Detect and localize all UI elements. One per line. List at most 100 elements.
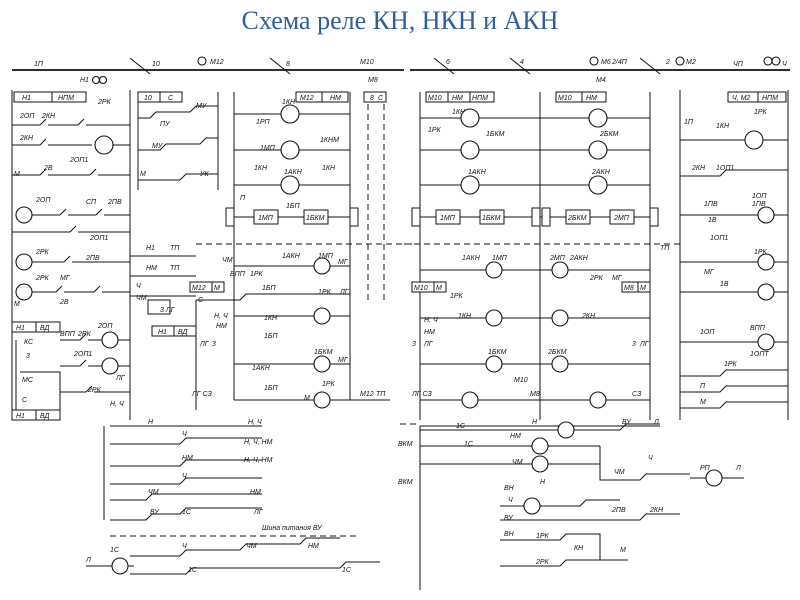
- lbl-3: 3: [26, 353, 30, 360]
- lbl-1akn-r2: 1АКН: [462, 255, 481, 262]
- lbl-nm-d: НМ: [250, 489, 261, 496]
- lbl-vkm: ВКМ: [398, 441, 413, 448]
- lbl-ms: МС: [22, 377, 34, 384]
- lbl-1bkm-b: 1БКМ: [314, 349, 333, 356]
- lbl-1c-r2: 1С: [464, 441, 474, 448]
- lbl-1bp-c: 1БП: [264, 333, 278, 340]
- lbl-2v-b: 2В: [59, 299, 69, 306]
- lbl-tp-b: ТП: [170, 245, 180, 252]
- lbl-2pv: 2ПВ: [107, 199, 122, 206]
- lbl-2op-3: 2ОП: [97, 323, 113, 330]
- hdr-m10-c: М10: [558, 95, 572, 102]
- lbl-rp: РП: [700, 465, 711, 472]
- lbl-2rk-r2: 2РК: [589, 275, 604, 282]
- bus-label-chp: ЧП: [733, 61, 744, 68]
- lbl-1kn-d: 1КН: [264, 315, 278, 322]
- hdr-npm: НПМ: [58, 95, 74, 102]
- hdr-c: С: [168, 95, 174, 102]
- lbl-2pv-r: 2ПВ: [611, 507, 626, 514]
- lbl-1op: 1ОП: [752, 193, 767, 200]
- lbl-3-b: 3: [212, 341, 216, 348]
- lbl-1rk-r2: 1РК: [450, 293, 464, 300]
- lbl-m-2: М: [14, 301, 20, 308]
- bus-label-2-4p: 2/4П: [611, 59, 628, 66]
- lbl-vpp-rr: ВПП: [750, 325, 766, 332]
- lbl-nch: Н, Ч: [110, 401, 124, 408]
- lbl-chm-r2: ЧМ: [614, 469, 625, 476]
- lbl-1pv: 1ПВ: [704, 201, 718, 208]
- lbl-2rk-lr: 2РК: [535, 559, 550, 566]
- lbl-1op-b: 1ОП: [700, 329, 715, 336]
- lbl-2pv-b: 2ПВ: [85, 255, 100, 262]
- hdr-m: М: [214, 285, 220, 292]
- lbl-2op1-b: 2ОП1: [89, 235, 108, 242]
- lbl-1akn-c: 1АКН: [252, 365, 271, 372]
- lbl-m10-r: М10: [514, 377, 528, 384]
- lbl-pg-b: ЛГ: [199, 341, 210, 348]
- lbl-2op: 2ОП: [19, 113, 35, 120]
- lbl-mg-r: МГ: [612, 275, 623, 282]
- lbl-chm-c: ЧМ: [148, 489, 159, 496]
- lbl-c3-r: СЗ: [632, 391, 642, 398]
- lbl-p-rr: П: [700, 383, 706, 390]
- bus-label-m2: М2: [686, 59, 696, 66]
- lbl-1rk-lr: 1РК: [536, 533, 550, 540]
- lbl-3-r: 3: [412, 341, 416, 348]
- lbl-1mp: 1МП: [260, 145, 276, 152]
- lbl-nm-b: НМ: [146, 265, 157, 272]
- lbl-lgs3: ЛГ СЗ: [191, 391, 213, 398]
- lbl-2rk-c: 2РК: [35, 275, 50, 282]
- hdr-n1-b: Н1: [16, 325, 25, 332]
- lbl-nch-c: Н, Ч: [248, 419, 262, 426]
- lbl-2kn: 2КН: [41, 113, 56, 120]
- bus-label-1p: 1П: [34, 61, 44, 68]
- lbl-ch-2: Ч: [182, 473, 187, 480]
- lbl-mg: МГ: [60, 275, 71, 282]
- lbl-l: Л: [85, 557, 91, 564]
- hdr-8: 8: [370, 95, 374, 102]
- lbl-1c-c: 1С: [342, 567, 352, 574]
- lbl-2kn-r3: 2КН: [649, 507, 664, 514]
- lbl-m-3: М: [140, 171, 146, 178]
- lbl-lg-s: ЛГ: [253, 509, 264, 516]
- lbl-1v: 1В: [708, 217, 717, 224]
- lbl-ks: КС: [24, 339, 34, 346]
- lbl-lgs3-r: ЛГ СЗ: [411, 391, 433, 398]
- hdr-npm-b: НПМ: [472, 95, 488, 102]
- lbl-1p: 1П: [684, 119, 694, 126]
- lbl-vn: ВН: [504, 485, 515, 492]
- lbl-vn-b: ВН: [504, 531, 515, 538]
- lbl-1knm: 1КНМ: [320, 137, 339, 144]
- lbl-nch-b: Н, Ч: [214, 313, 228, 320]
- lbl-1bkm-r2: 1БКМ: [482, 215, 501, 222]
- lbl-1bkm-r3: 1БКМ: [488, 349, 507, 356]
- lbl-bus-power: Шина питания ВУ: [262, 525, 323, 532]
- lbl-1akn: 1АКН: [284, 169, 303, 176]
- lbl-mg-rr: МГ: [704, 269, 715, 276]
- lbl-2op1: 2ОП1: [69, 157, 88, 164]
- lbl-1mp-c: 1МП: [318, 253, 334, 260]
- hdr-m-r2: М: [640, 285, 646, 292]
- lbl-vu-r: ВУ: [622, 419, 632, 426]
- lbl-lg: ЛГ: [339, 289, 350, 296]
- lbl-n-1: Н: [148, 419, 154, 426]
- lbl-1rk-rr: 1РК: [754, 109, 768, 116]
- lbl-2rk-b: 2РК: [35, 249, 50, 256]
- right-center-section: М10 НМ НПМ М10 НМ 1КН 1РК 1БКМ 2БКМ 1АКН…: [411, 91, 659, 420]
- bus-label-4: 4: [520, 59, 524, 66]
- lbl-m12-b: М12: [360, 391, 374, 398]
- lbl-l-r: Л: [653, 419, 659, 426]
- lbl-vpp: ВПП: [60, 331, 76, 338]
- lbl-ch-r3: Ч: [508, 497, 513, 504]
- lbl-1c-r: 1С: [456, 423, 466, 430]
- hdr-10: 10: [144, 95, 152, 102]
- lbl-2kn-r2: 2КН: [581, 313, 596, 320]
- lbl-1rk-c: 1РК: [322, 381, 336, 388]
- hdr-nm-b: НМ: [452, 95, 463, 102]
- hdr-c-b: С: [378, 95, 384, 102]
- lbl-lg-r2: ЛГ: [639, 341, 650, 348]
- lbl-1rk-r: 1РК: [428, 127, 442, 134]
- lbl-lg3-r: ЛГ: [423, 341, 434, 348]
